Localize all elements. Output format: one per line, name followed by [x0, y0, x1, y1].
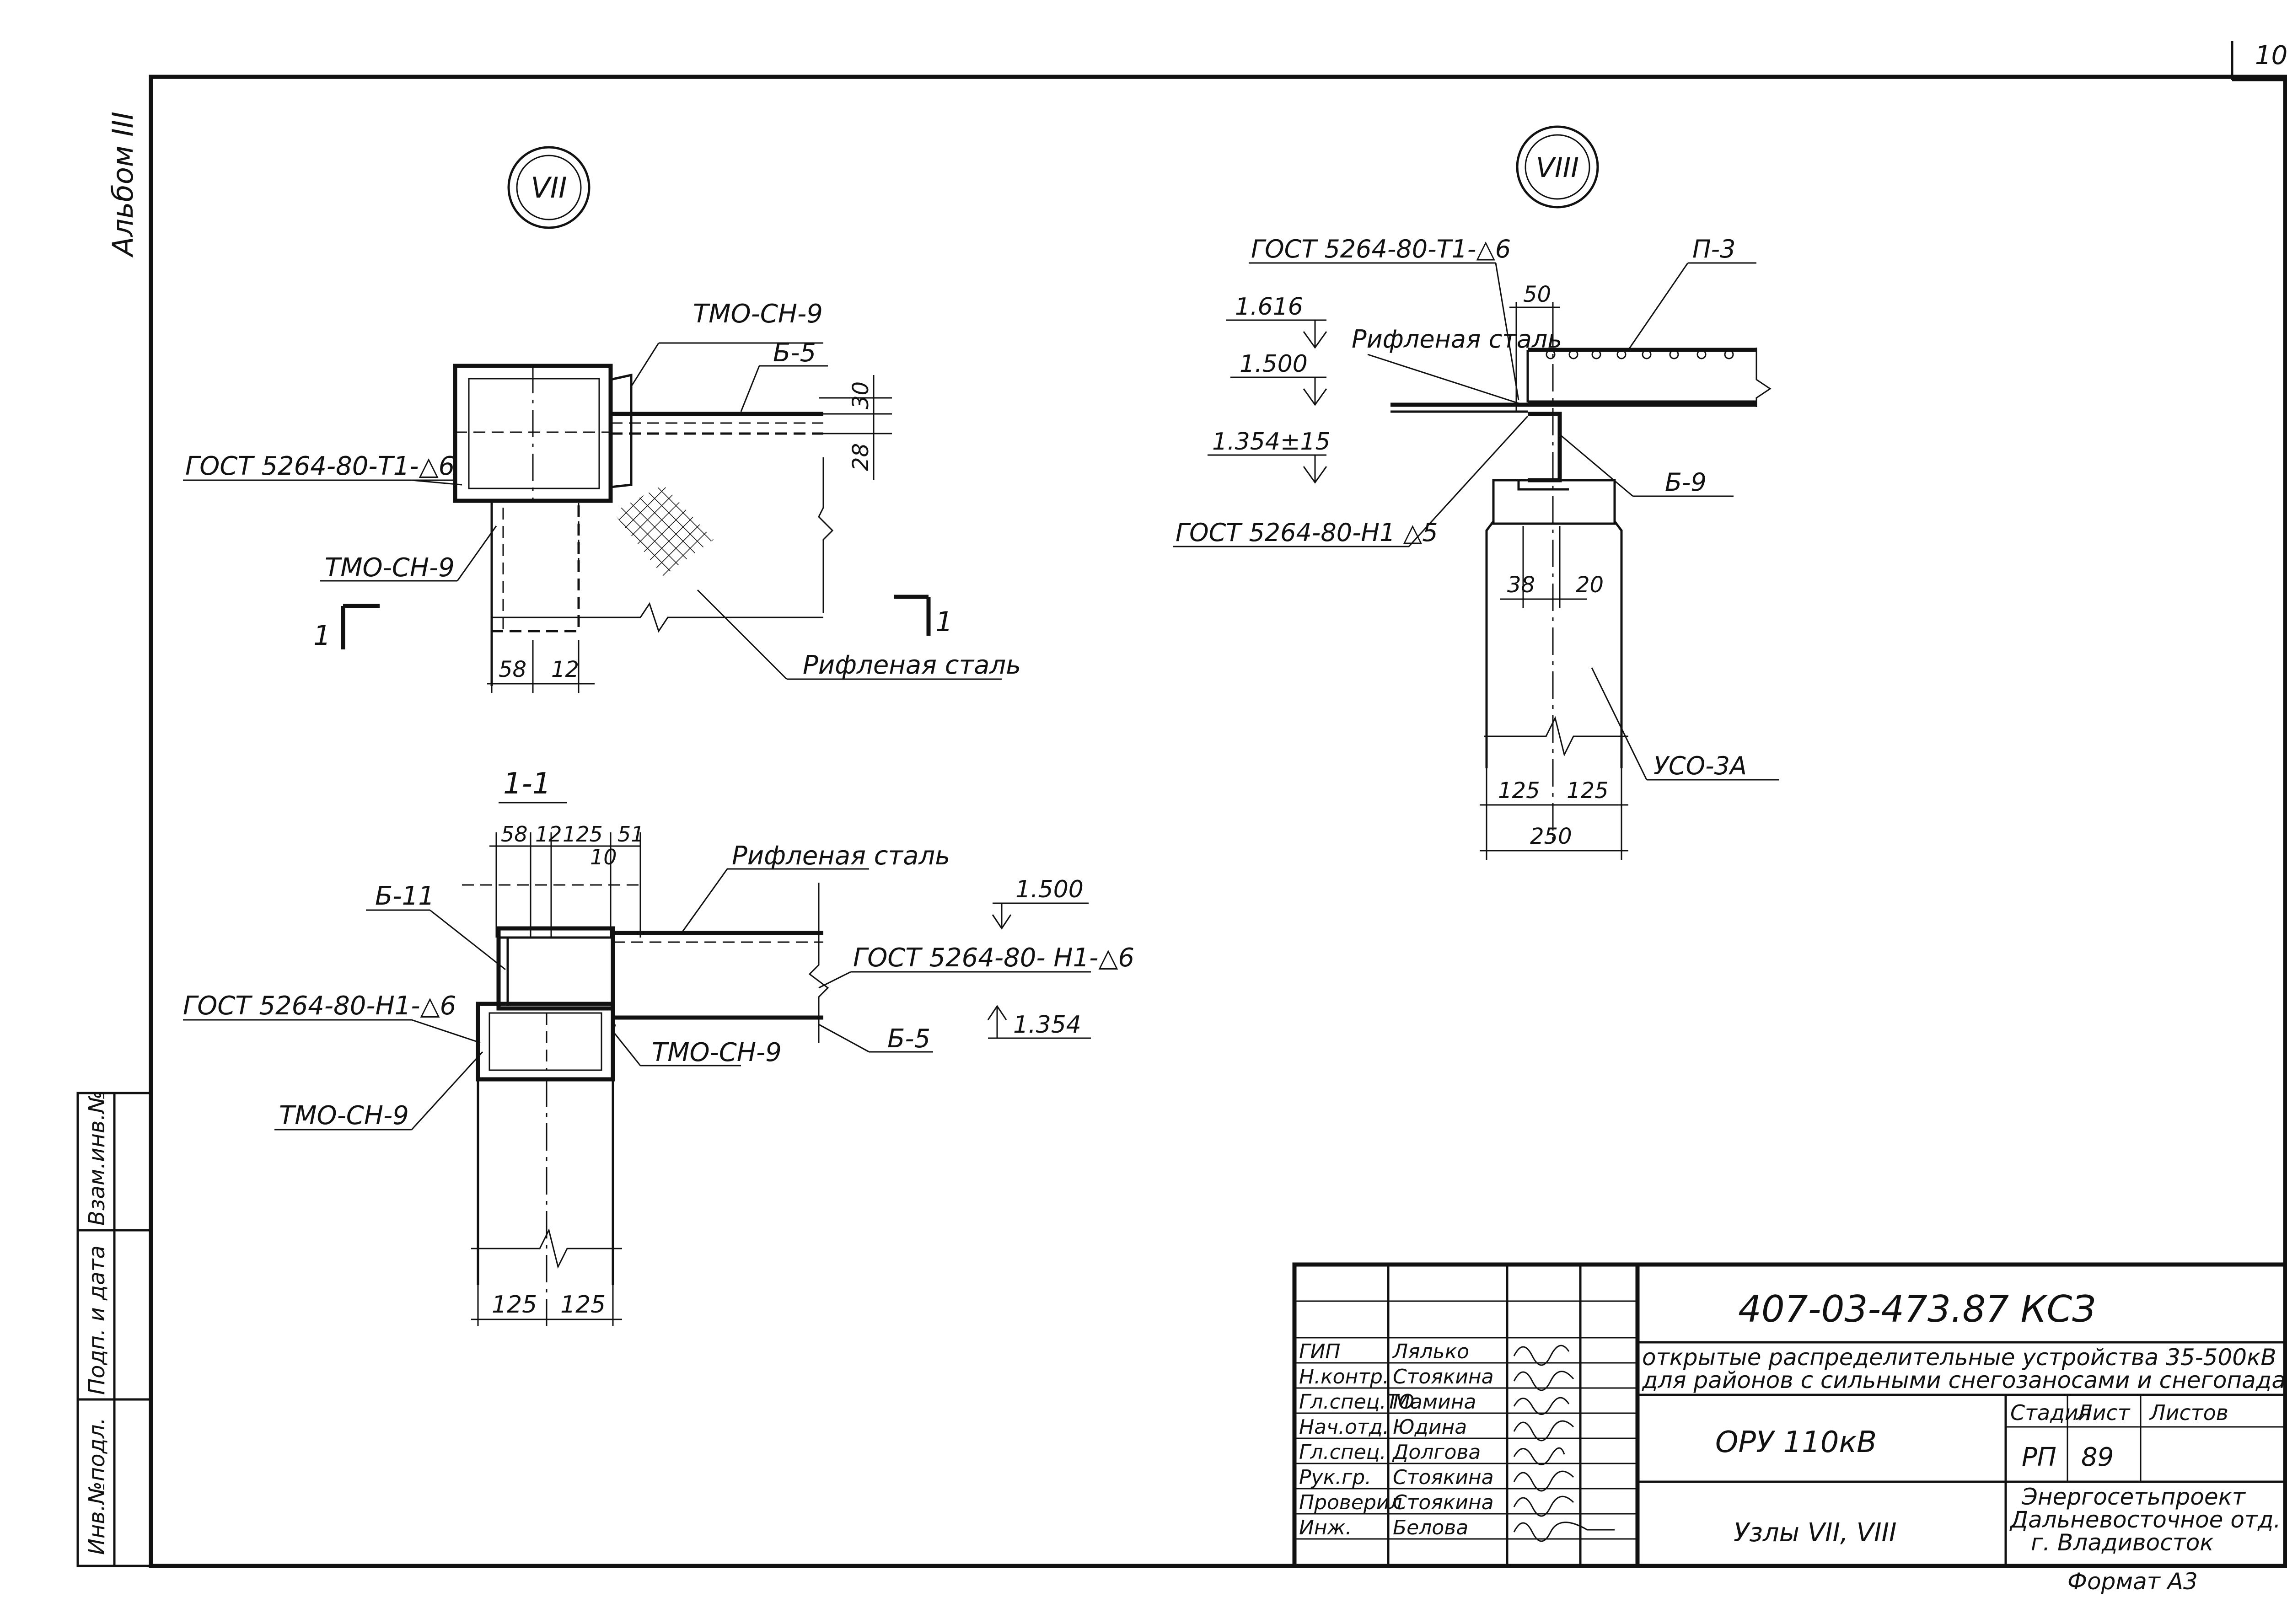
staff-role-3: Нач.отд. [1299, 1415, 1389, 1439]
dim-250: 250 [1530, 824, 1572, 849]
sheet-header: Лист [2076, 1400, 2131, 1425]
label-tmo-right-1: ТМО-СН-9 [652, 1038, 782, 1067]
dim-125a: 125 [1498, 778, 1540, 804]
node-viii-marker-circle [1516, 125, 1599, 209]
dim-38: 38 [1507, 572, 1535, 598]
dim-1-51: 51 [617, 822, 644, 847]
node-vii-marker-circle [507, 146, 591, 229]
dim-1-b125b: 125 [560, 1291, 606, 1318]
label-tmo-left: ТМО-СН-9 [325, 553, 455, 583]
title-block [1292, 1262, 2287, 1568]
sheet-number: 102 [2255, 41, 2287, 70]
cut-label-right: 1 [935, 606, 953, 638]
staff-role-6: Проверил [1299, 1491, 1402, 1514]
label-p3: П-3 [1692, 235, 1735, 263]
node-viii: VIII 50 [1173, 125, 1779, 860]
label-uso: УСО-3А [1654, 751, 1747, 780]
stage-header: Стадия [2010, 1400, 2091, 1425]
dim-12: 12 [551, 657, 579, 682]
sheet-value: 89 [2081, 1442, 2114, 1472]
label-gost-h1-left: ГОСТ 5264-80-Н1-△6 [183, 991, 456, 1021]
level-1616: 1.616 [1235, 293, 1303, 321]
label-riflenaya-viii: Рифленая сталь [1352, 325, 1562, 354]
staff-name-2: Мамина [1393, 1390, 1476, 1414]
staff-role-0: ГИП [1299, 1340, 1341, 1363]
doc-code: 407-03-473.87 КСЗ [1738, 1288, 2096, 1330]
label-gost-t1: ГОСТ 5264-80-Т1-△6 [185, 451, 455, 481]
project-line-2: для районов с сильными снегозаносами и с… [1642, 1367, 2287, 1394]
level-1500-viii: 1.500 [1240, 350, 1308, 378]
dim-58: 58 [499, 657, 526, 682]
object-name: ОРУ 110кВ [1715, 1426, 1877, 1459]
node-vii: VII 1 1 ТМО-СН-9 Б-5 [183, 146, 1021, 693]
staff-role-2: Гл.спец.ТО [1299, 1390, 1414, 1414]
staff-name-4: Долгова [1392, 1441, 1481, 1464]
staff-name-5: Стоякина [1393, 1466, 1494, 1489]
label-gost-h1-right: ГОСТ 5264-80- Н1-△6 [853, 943, 1134, 973]
staff-name-1: Стоякина [1393, 1365, 1494, 1388]
staff-role-4: Гл.спец. [1299, 1441, 1386, 1464]
dim-1-125: 125 [563, 822, 603, 847]
level-1354-viii: 1.354±15 [1212, 428, 1331, 456]
dim-1-10: 10 [590, 845, 617, 869]
level-1500: 1.500 [1015, 876, 1084, 903]
org-line-2: Дальневосточное отд. [2009, 1506, 2281, 1533]
staff-name-6: Стоякина [1393, 1491, 1494, 1514]
album-label: Альбом III [106, 112, 140, 258]
label-tmo-left-1: ТМО-СН-9 [279, 1101, 409, 1131]
org-line-3: г. Владивосток [2031, 1529, 2214, 1556]
stage-value: РП [2022, 1442, 2056, 1472]
label-b11: Б-11 [375, 881, 435, 911]
sheet-frame [149, 41, 2287, 1568]
staff-name-3: Юдина [1393, 1415, 1467, 1439]
side-stamp-podp: Подп. и дата [84, 1245, 110, 1395]
project-line-1: открытые распределительные устройства 35… [1642, 1344, 2276, 1371]
label-b9: Б-9 [1665, 468, 1707, 497]
staff-name-7: Белова [1393, 1516, 1468, 1539]
org-line-1: Энергосетьпроект [2021, 1484, 2246, 1510]
riflenaya-hatch [613, 485, 714, 576]
node-vii-marker: VII [531, 171, 567, 204]
staff-role-7: Инж. [1299, 1516, 1352, 1539]
level-1354: 1.354 [1013, 1011, 1081, 1039]
dim-30: 30 [848, 381, 874, 409]
dim-20: 20 [1576, 572, 1604, 598]
label-tmo-top: ТМО-СН-9 [693, 299, 823, 329]
dim-1-58: 58 [501, 822, 528, 847]
node-viii-marker: VIII [1536, 152, 1579, 184]
staff-role-5: Рук.гр. [1299, 1466, 1371, 1489]
staff-name-0: Лялько [1392, 1340, 1469, 1363]
label-b5: Б-5 [773, 338, 816, 368]
cut-label-left: 1 [313, 620, 331, 652]
label-b5-1: Б-5 [887, 1024, 930, 1054]
label-gost-t1-viii: ГОСТ 5264-80-Т1-△6 [1251, 235, 1511, 263]
sheet-name: Узлы VII, VIII [1734, 1518, 1897, 1548]
dim-50: 50 [1523, 282, 1551, 307]
side-stamp-inv: Инв.№подл. [84, 1417, 110, 1555]
staff-role-1: Н.контр. [1299, 1365, 1389, 1388]
sheets-header: Листов [2149, 1400, 2228, 1425]
format-label: Формат А3 [2067, 1568, 2198, 1595]
section-1-1: 1-1 58 12 125 51 10 [183, 767, 1134, 1326]
dim-28: 28 [848, 443, 874, 471]
dim-1-12: 12 [535, 822, 562, 847]
rebar-dots [1546, 349, 1734, 359]
staff-table: ГИП Лялько Н.контр. Стоякина Гл.спец.ТО … [1299, 1340, 1494, 1539]
signatures [1513, 1345, 1615, 1542]
dim-1-b125a: 125 [492, 1291, 537, 1318]
label-riflenaya-1: Рифленая сталь [732, 841, 950, 871]
label-gost-h1-viii: ГОСТ 5264-80-Н1 △5 [1176, 518, 1438, 547]
label-riflenaya: Рифленая сталь [803, 650, 1021, 680]
side-stamp [76, 1092, 152, 1567]
section-title: 1-1 [503, 767, 551, 801]
side-stamp-vzam: Взам.инв.№ [84, 1091, 110, 1226]
dim-125b: 125 [1567, 778, 1609, 804]
